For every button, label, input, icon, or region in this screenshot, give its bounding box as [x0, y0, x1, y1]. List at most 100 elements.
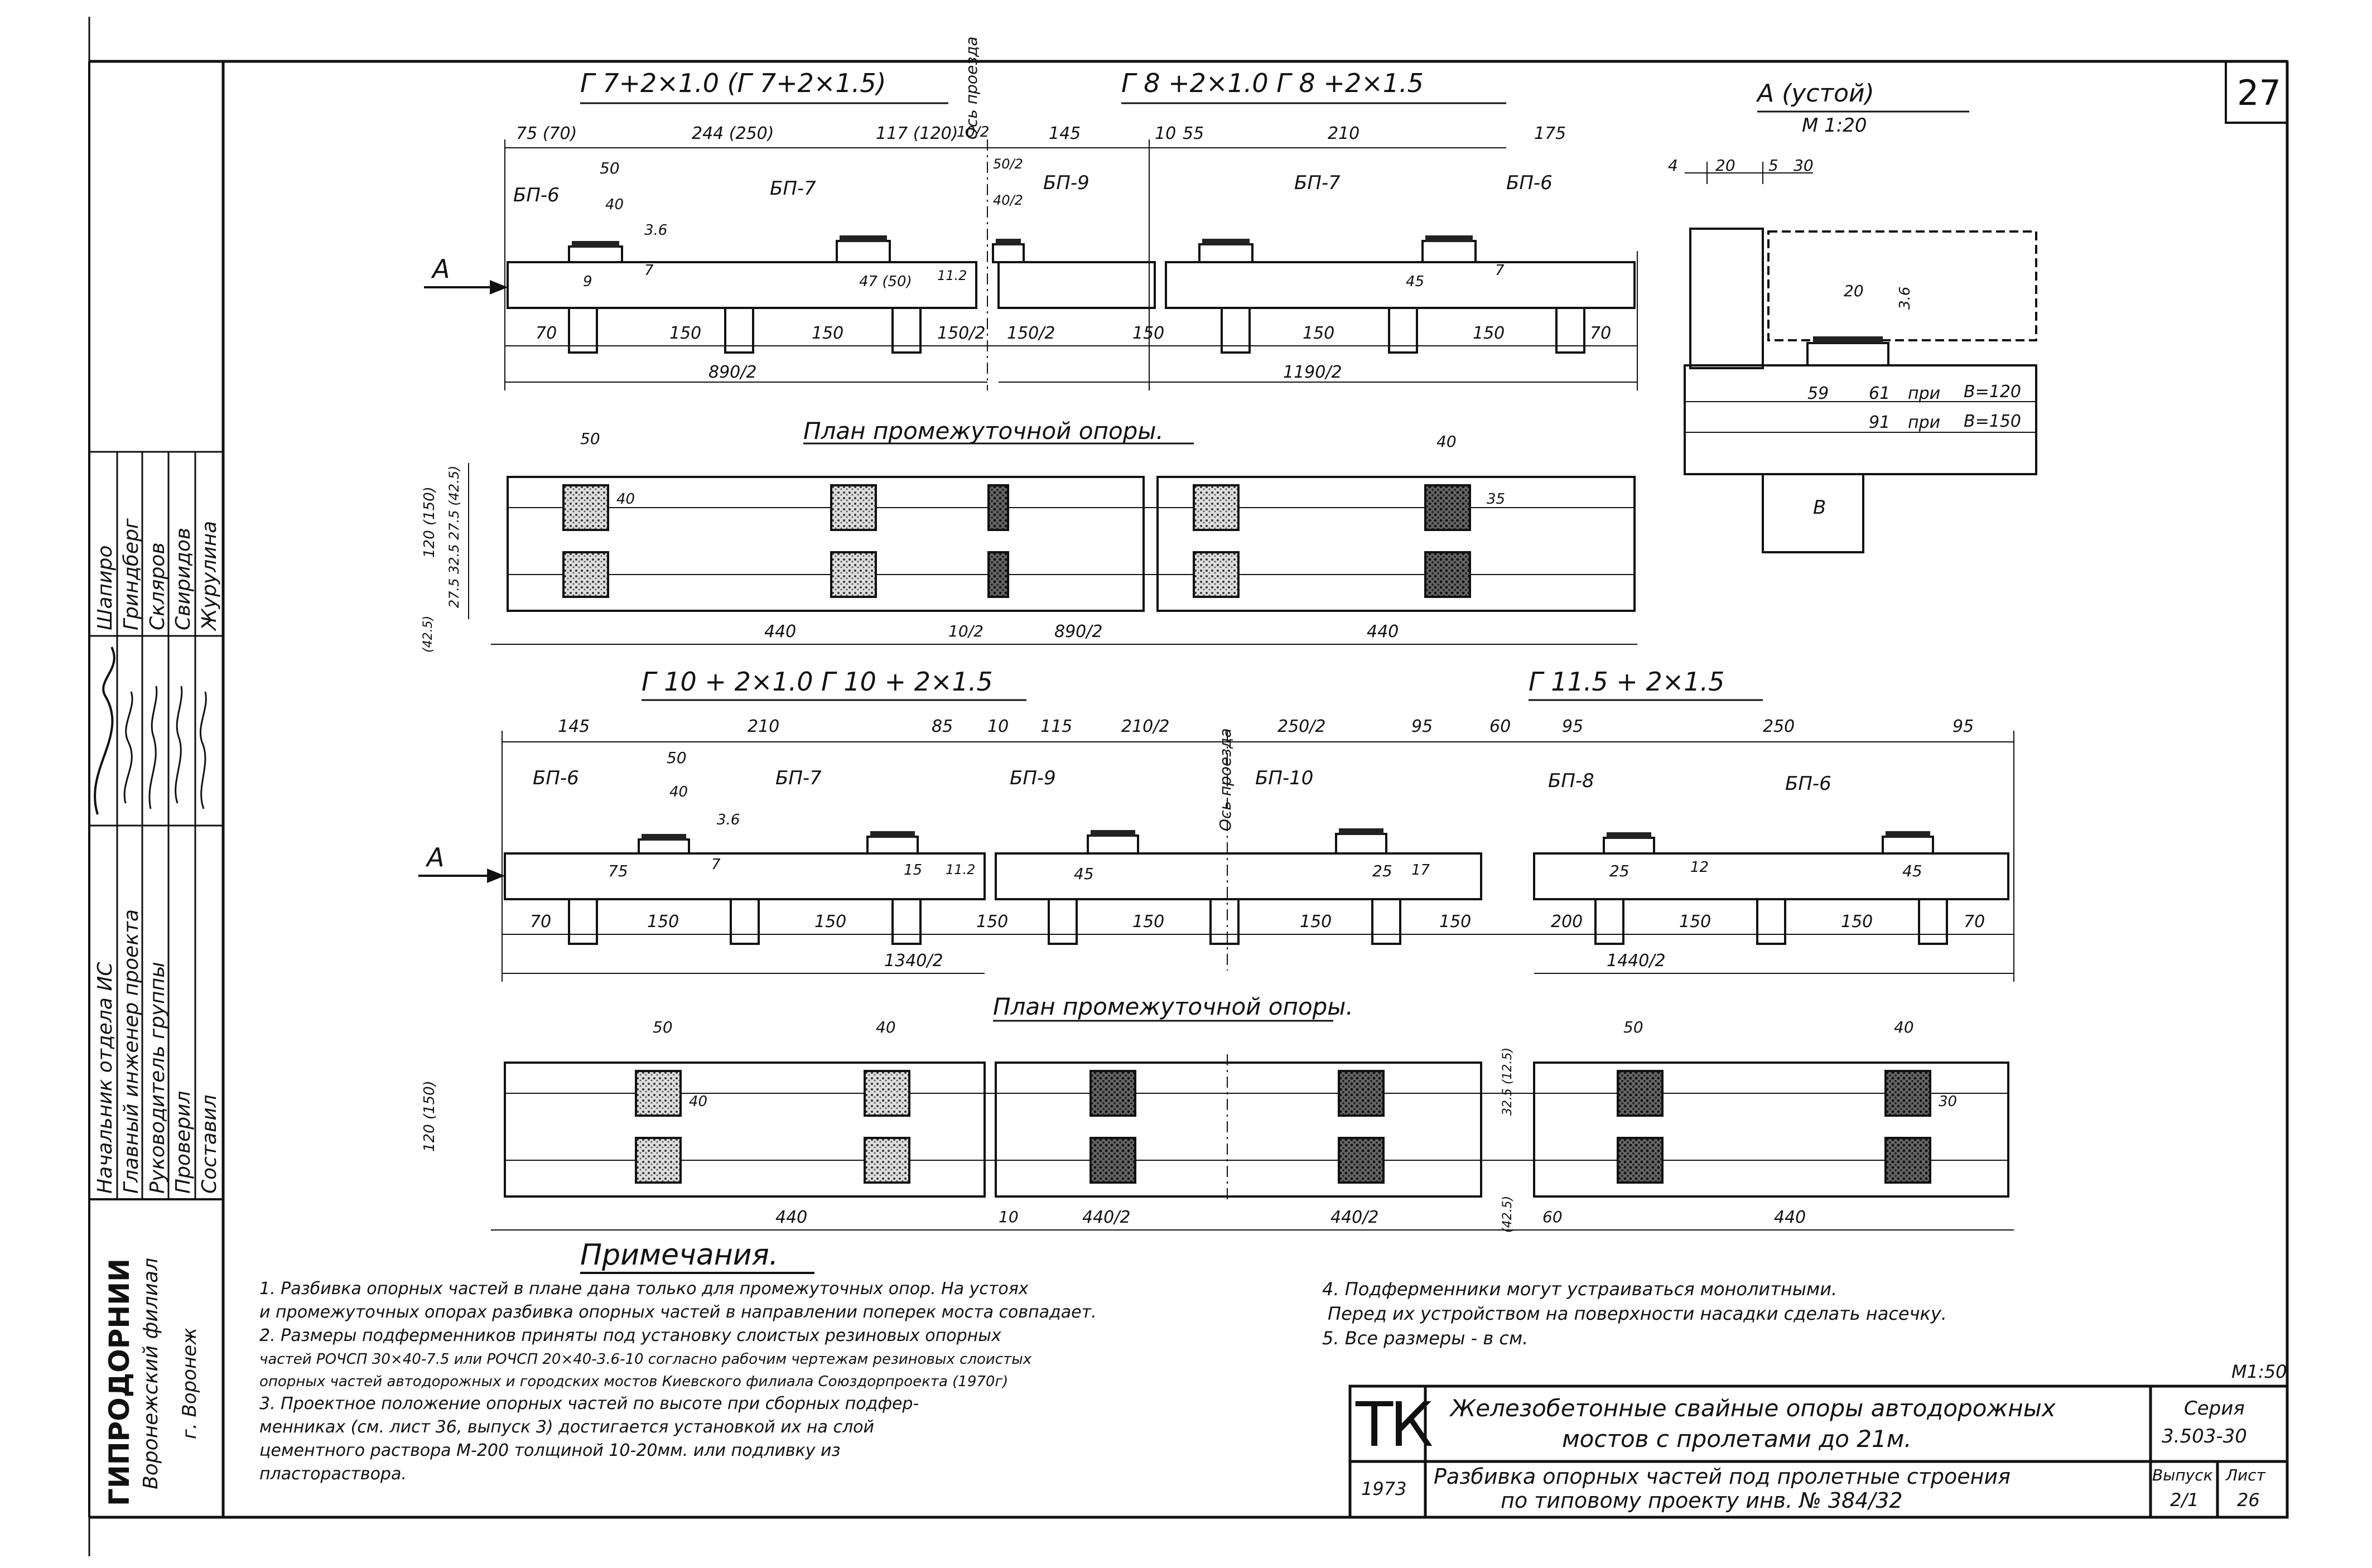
s2-bot-dim-4: 150 [976, 912, 1009, 932]
s2-plan-dim-12: 440/2 [1082, 1208, 1131, 1227]
s2-bearing-6: БП-6 [1785, 773, 1831, 795]
view-a-dim-5: 20 [1844, 282, 1864, 300]
s1-small-dim-7: 11.2 [937, 268, 967, 283]
s1-bot-dim-7: 150 [1303, 324, 1335, 343]
s1-bot-dim-3: 150 [812, 324, 844, 343]
s1-small-dim-10: 45 [1406, 273, 1425, 290]
s2-small-dim-1: 50 [667, 749, 687, 767]
note-left-4: частей РОЧСП 30×40-7.5 или РОЧСП 20×40-3… [259, 1351, 1032, 1368]
s1-bot-dim-9: 70 [1590, 324, 1612, 343]
view-a-title: А (устой) [1757, 79, 1874, 108]
s2-top-dim-7: 250/2 [1277, 717, 1326, 736]
s1-plan-title: План промежуточной опоры. [803, 417, 1164, 445]
s1-plan-dim-10: 890/2 [1054, 622, 1103, 641]
view-a-label-3: В=120 [1964, 382, 2021, 402]
s1-small-dim-3: 3.6 [644, 222, 668, 239]
s2-plan-dim-15: 440 [1774, 1208, 1806, 1227]
s2-plan-dim-9: (42.5) [1501, 1195, 1515, 1233]
section1-title-left: Г 7+2×1.0 (Г 7+2×1.5) [580, 68, 886, 98]
s1-arrow-label: А [432, 254, 450, 284]
s2-plan-dim-13: 440/2 [1330, 1208, 1379, 1227]
side-name-3: Скляров [146, 542, 169, 630]
s1-bearing-5: БП-6 [1506, 172, 1553, 194]
side-stamp-grid [89, 451, 223, 1200]
view-a-dim-1: 4 [1668, 156, 1678, 175]
s2-plan-dim-1: 50 [653, 1018, 673, 1036]
issue-value: 2/1 [2170, 1489, 2199, 1511]
s1-bot-dim-5: 150/2 [1007, 324, 1055, 343]
s2-top-dim-12: 95 [1952, 717, 1974, 736]
s1-plan-dim-6: 27.5 32.5 27.5 (42.5) [446, 465, 462, 608]
s2-small-dim-5: 75 [608, 862, 628, 880]
s1-small-dim-6: 47 (50) [859, 273, 912, 290]
s2-small-dim-13: 45 [1902, 862, 1922, 880]
s1-top-dim-7: 55 [1183, 124, 1204, 143]
s1-small-dim-8: 50/2 [993, 156, 1023, 172]
side-branch: Воронежский филиал [139, 1257, 162, 1489]
s2-bot-dim-8: 200 [1551, 912, 1583, 932]
note-right-3: 5. Все размеры - в см. [1322, 1328, 1529, 1349]
s2-small-dim-2: 40 [669, 784, 688, 800]
note-left-5: опорных частей автодорожных и городских … [259, 1373, 1009, 1390]
s1-plan-dim-4: 35 [1487, 491, 1506, 508]
section1-bearing-pads [572, 235, 1473, 248]
s1-small-dim-5: 9 [583, 273, 592, 290]
section1-plan-pads [562, 484, 1471, 598]
s2-small-dim-10: 17 [1411, 862, 1430, 879]
side-role-5: Составил [198, 1094, 221, 1194]
s2-plan-dim-10: 440 [775, 1208, 808, 1227]
s2-bot-dim-5: 150 [1132, 912, 1165, 932]
view-a-label-2: при [1908, 413, 1941, 432]
subtitle-line-2: по типовому проекту инв. № 384/32 [1501, 1488, 1903, 1513]
note-left-6: 3. Проектное положение опорных частей по… [259, 1394, 919, 1413]
issue-label: Выпуск [2152, 1466, 2213, 1484]
s2-bot-dim-6: 150 [1300, 912, 1332, 932]
series-value: 3.503-30 [2162, 1425, 2247, 1448]
s2-plan-dim-14: 60 [1542, 1208, 1563, 1226]
section2-axis-label: Ось проезда [1216, 728, 1235, 831]
s1-small-dim-4: 7 [644, 262, 654, 279]
view-a-label-4: В=150 [1964, 412, 2021, 431]
title-block-year: 1973 [1361, 1478, 1407, 1499]
title-block-grid [1348, 1384, 2289, 1519]
s1-top-dim-6: 10 [1155, 124, 1177, 143]
note-left-9: пластораствора. [259, 1464, 407, 1484]
s2-bearing-5: БП-8 [1548, 770, 1594, 792]
s1-bearing-3: БП-9 [1043, 172, 1089, 194]
s2-top-dim-1: 145 [558, 717, 590, 736]
view-a-pad [1813, 336, 1883, 343]
s2-plan-dim-11: 10 [999, 1208, 1019, 1226]
side-name-4: Свиридов [172, 527, 195, 630]
side-name-2: Гриндберг [120, 518, 143, 630]
s2-total-left: 1340/2 [884, 951, 943, 971]
s1-total-left: 890/2 [708, 363, 757, 382]
s1-top-dim-4: 10/2 [957, 124, 990, 141]
s2-bot-dim-7: 150 [1439, 912, 1472, 932]
s1-bearing-2: БП-7 [770, 177, 816, 200]
s1-top-dim-5: 145 [1049, 124, 1081, 143]
s2-plan-dim-5: 40 [689, 1093, 708, 1110]
title-line-2: мостов с пролетами до 21м. [1562, 1425, 1912, 1453]
note-left-2: и промежуточных опорах разбивка опорных … [259, 1302, 1097, 1322]
s2-small-dim-4: 7 [711, 856, 721, 873]
s2-top-dim-8: 95 [1411, 717, 1433, 736]
view-a-scale: М 1:20 [1802, 114, 1867, 137]
note-right-1: 4. Подферменники могут устраиваться моно… [1322, 1278, 1838, 1300]
note-left-7: менниках (см. лист 36, выпуск 3) достига… [259, 1417, 874, 1437]
s2-plan-dim-8: 32.5 (12.5) [1501, 1047, 1515, 1116]
side-role-2: Главный инженер проекта [120, 909, 143, 1194]
s1-bearing-4: БП-7 [1294, 172, 1341, 194]
s2-top-dim-10: 95 [1562, 717, 1584, 736]
note-left-3: 2. Размеры подферменников приняты под ус… [259, 1326, 1001, 1345]
s2-bot-dim-11: 70 [1964, 912, 1985, 932]
s2-top-dim-9: 60 [1489, 717, 1511, 736]
s2-small-dim-7: 11.2 [946, 862, 976, 877]
series-label: Серия [2184, 1397, 2245, 1420]
s1-bearing-1: БП-6 [513, 184, 560, 206]
side-name-1: Шапиро [94, 545, 117, 630]
view-a-dim-6: 3.6 [1897, 286, 1913, 310]
s1-plan-dim-7: (42.5) [421, 615, 435, 653]
view-a-dim-7: 59 [1807, 384, 1829, 403]
s2-plan-dim-2: 40 [876, 1018, 896, 1036]
